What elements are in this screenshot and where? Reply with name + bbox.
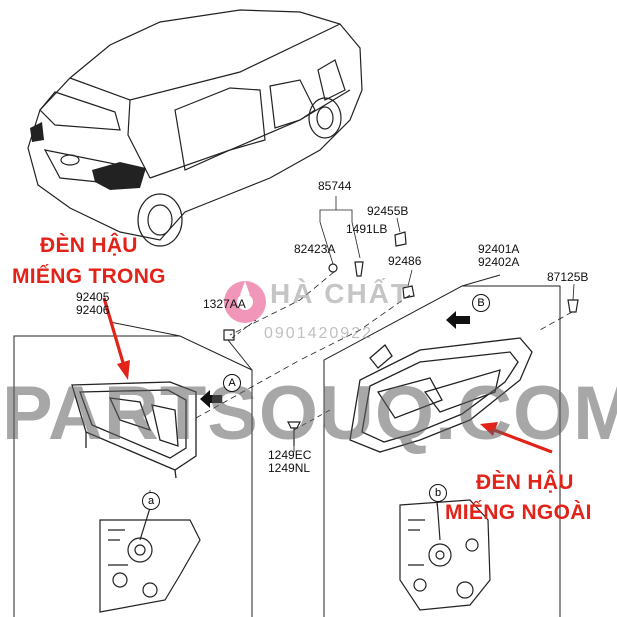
red-arrows [102,297,553,454]
part-92401A: 92401A [478,242,520,256]
direction-arrows [200,311,470,408]
callout-a: a [142,492,160,510]
part-92486: 92486 [388,254,422,268]
watermark-logo [224,281,266,323]
part-87125B: 87125B [547,270,589,284]
watermark-shop-name: HÀ CHẤT [270,278,410,309]
car-illustration [27,9,363,247]
part-1249NL: 1249NL [268,461,311,475]
outer-lamp-drawing [349,337,533,453]
inner-lamp-label-line1: ĐÈN HẬU [40,234,138,257]
car-tail-lamp-highlight [30,122,146,190]
outer-lamp-detail [399,499,491,611]
callout-B: B [472,294,490,312]
inner-lamp-panel [13,321,253,617]
part-92405: 92405 [76,290,110,304]
part-1491LB: 1491LB [346,222,388,236]
outer-lamp-label-line1: ĐÈN HẬU [476,471,574,494]
callout-A: A [223,374,241,392]
watermark-phone: 0901420922 [264,325,373,342]
part-85744: 85744 [318,179,352,193]
part-92406: 92406 [76,303,110,317]
part-1327AA: 1327AA [203,297,246,311]
part-92402A: 92402A [478,255,520,269]
inner-lamp-detail [99,507,201,613]
fasteners [223,231,579,446]
part-1249EC: 1249EC [268,448,312,462]
callout-b: b [429,484,447,502]
part-92455B: 92455B [367,204,409,218]
inner-lamp-label-line2: MIẾNG TRONG [12,265,166,288]
outer-lamp-label-line2: MIẾNG NGOÀI [445,501,592,524]
watermark-text: PARTSOUQ.COM [2,371,617,456]
outer-lamp-panel [323,274,561,617]
inner-lamp-drawing [71,381,197,479]
part-82423A: 82423A [294,242,336,256]
